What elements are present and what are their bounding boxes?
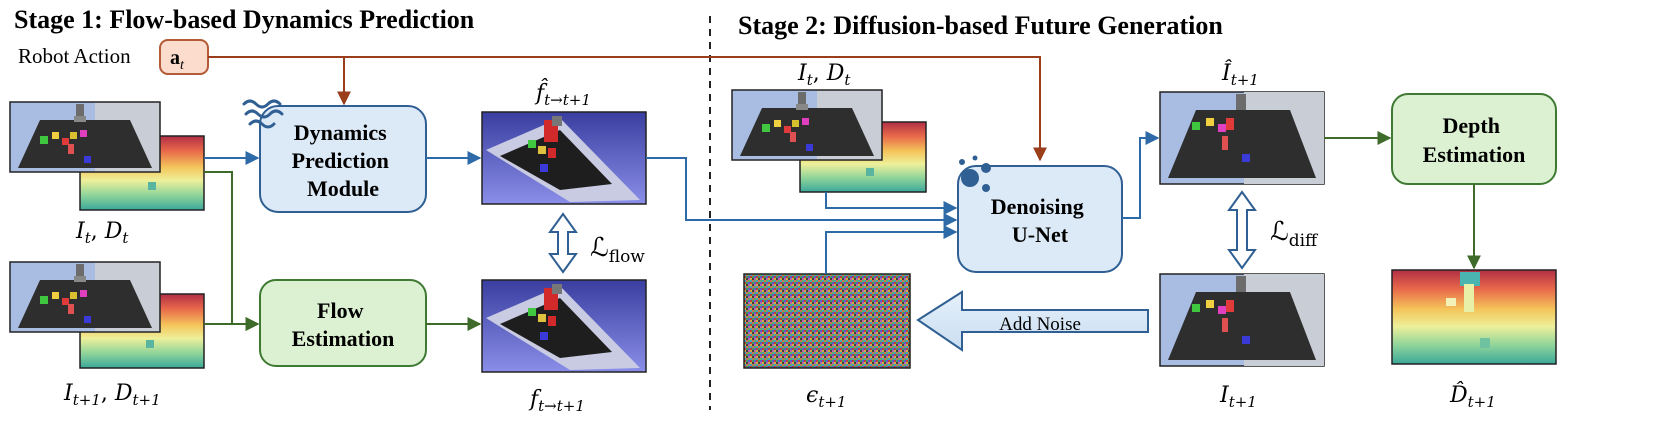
label-it1-dt1: It+1, Dt+1	[63, 381, 161, 409]
predicted-flow-image	[481, 111, 647, 205]
cond-to-unet-arrow	[825, 192, 958, 215]
stage2-title: Stage 2: Diffusion-based Future Generati…	[738, 11, 1223, 40]
label-l-diff: ℒdiff	[1270, 217, 1319, 251]
label-l-flow: ℒflow	[590, 233, 645, 267]
noise-image	[743, 273, 911, 369]
ground-truth-future-image	[1159, 273, 1325, 367]
label-f: ft→t+1	[528, 387, 585, 415]
add-noise-arrow	[916, 290, 1149, 352]
robot-action-box	[159, 39, 209, 75]
noise-to-unet-arrow	[825, 225, 958, 274]
dynamics-module-label: Dynamics Prediction Module	[292, 120, 395, 201]
unet-to-ihat-arrow	[1122, 131, 1160, 219]
predicted-future-image	[1159, 91, 1325, 185]
depth-module-label: Depth Estimation	[1423, 113, 1526, 167]
robot-action-label: Robot Action	[18, 44, 131, 68]
label-cond-it-dt: It, Dt	[797, 61, 851, 89]
label-f-hat: f̂t→t+1	[534, 79, 591, 109]
robot-action-symbol: at	[170, 47, 185, 73]
stage1-title: Stage 1: Flow-based Dynamics Prediction	[14, 5, 475, 34]
fhat-to-unet-arrow	[646, 157, 958, 227]
label-eps: ϵt+1	[806, 383, 846, 411]
diffusion-loss-double-arrow	[1227, 190, 1257, 270]
label-it-dt: It, Dt	[75, 219, 129, 247]
bubbles-icon	[959, 155, 991, 192]
cond-rgb-image	[731, 89, 883, 161]
action-to-unet-arrow	[208, 56, 1047, 162]
label-d-hat: D̂t+1	[1449, 382, 1496, 411]
input-t-to-flow-arrow	[204, 171, 260, 331]
add-noise-label: Add Noise	[999, 314, 1081, 335]
unet-module-label: Denoising U-Net	[991, 194, 1089, 247]
label-i-hat: Ît+1	[1221, 59, 1259, 89]
depth-estimation-module	[1391, 93, 1557, 185]
flow-loss-double-arrow	[548, 212, 578, 274]
denoising-unet-module	[957, 165, 1123, 273]
rgb-image-t1	[9, 261, 161, 333]
wave-icon	[242, 99, 284, 129]
ground-truth-flow-image	[481, 279, 647, 373]
flow-module-label: Flow Estimation	[292, 298, 395, 351]
predicted-depth-image	[1391, 269, 1557, 365]
rgb-image-t	[9, 101, 161, 173]
flow-estimation-module	[259, 279, 427, 367]
label-i-next: It+1	[1219, 383, 1257, 411]
